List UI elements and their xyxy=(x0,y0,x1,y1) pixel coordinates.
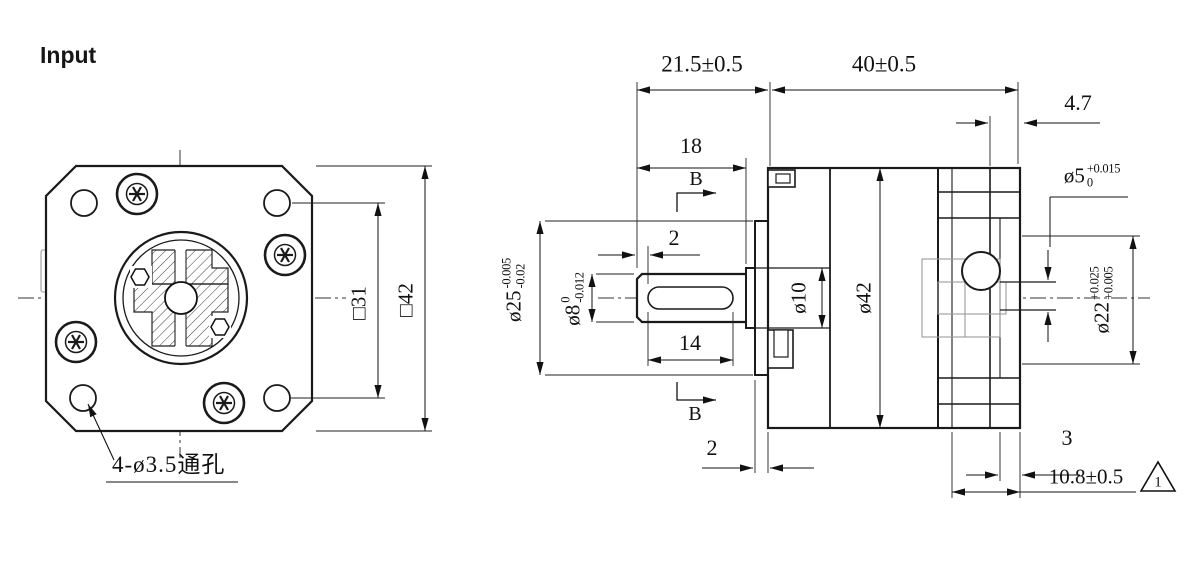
rear-recess-base: ø22 xyxy=(1089,301,1114,334)
rear-screw-hole xyxy=(961,251,1001,291)
dim-pilot-thickness-label: 2 xyxy=(706,435,718,460)
dim-key-length-label: 14 xyxy=(679,330,701,355)
dimension-lines xyxy=(536,86,1137,496)
screw-top xyxy=(115,172,159,216)
dim-bolt-square-label: □31 xyxy=(346,286,371,320)
dim-pilot-dia-label: ø25-0.005-0.02 xyxy=(500,258,529,322)
dim-shaft-length-label: 18 xyxy=(680,133,702,158)
dim-flange-square-label: □42 xyxy=(393,283,418,317)
hole-callout-leader xyxy=(87,403,238,483)
screw-left xyxy=(54,320,98,364)
screw-bottom xyxy=(202,381,246,425)
shaft-dia-lower: -0.012 xyxy=(573,272,587,303)
dim-body-dia-label: ø42 xyxy=(851,282,876,314)
shaft-bore xyxy=(164,281,198,315)
revision-triangle xyxy=(1139,460,1177,492)
center-hub xyxy=(113,230,249,366)
keyway-slot xyxy=(647,286,734,310)
input-bore-base: ø5 xyxy=(1063,163,1085,188)
dim-rear-step-label: 3 xyxy=(1061,425,1073,450)
shaft-dia-upper: 0 xyxy=(558,296,573,303)
corner-holes xyxy=(69,189,291,412)
hole-callout-label: 4-ø3.5通孔 xyxy=(112,452,226,477)
view-title: Input xyxy=(40,42,97,68)
pilot-ring xyxy=(754,220,769,376)
dim-shaft-total-label: 21.5±0.5 xyxy=(661,51,743,77)
shaft-dia-base: ø8 xyxy=(560,304,585,326)
dim-body-length-label: 40±0.5 xyxy=(851,51,917,77)
gearbox-body xyxy=(766,166,1022,430)
set-screw-right xyxy=(210,318,230,336)
pilot-dia-lower: -0.02 xyxy=(514,263,528,289)
input-bore-leader xyxy=(1044,196,1128,342)
rear-recess-lower: +0.005 xyxy=(1102,266,1116,300)
extension-lines xyxy=(545,82,1140,498)
carrier-screws xyxy=(54,172,307,425)
front-dimensions xyxy=(290,165,432,432)
front-view xyxy=(18,150,432,483)
input-bore-lower: 0 xyxy=(1086,176,1093,190)
revision-mark-label: 1 xyxy=(1154,474,1162,491)
pilot-dia-upper: -0.005 xyxy=(499,258,514,289)
section-label-bottom: B xyxy=(688,403,702,425)
section-label-top: B xyxy=(689,168,703,190)
dim-boss-dia-label: ø10 xyxy=(786,282,811,314)
front-face-tabs xyxy=(767,169,796,369)
section-markers xyxy=(676,189,716,404)
set-screw-left xyxy=(130,268,150,286)
rear-recess-upper: +0.025 xyxy=(1087,266,1102,300)
dim-rear-recess-label: ø22+0.025+0.005 xyxy=(1088,267,1117,334)
pilot-dia-base: ø25 xyxy=(501,290,526,323)
shaft-boss xyxy=(745,267,756,329)
side-view xyxy=(536,82,1177,498)
dim-rear-inset-label: 4.7 xyxy=(1064,90,1092,115)
dim-rear-depth-label: 10.8±0.5 xyxy=(1048,464,1124,489)
input-bore-upper: +0.015 xyxy=(1086,161,1121,176)
screw-right xyxy=(263,233,307,277)
dim-key-start-label: 2 xyxy=(668,225,680,250)
